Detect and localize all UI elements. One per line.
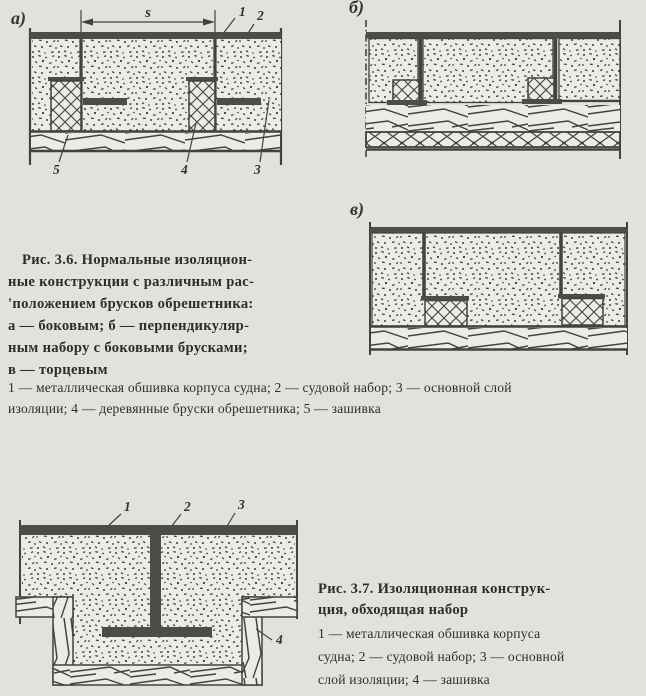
hull-plating-bar — [366, 32, 620, 39]
legend-line: судна; 2 — судовой набор; 3 — основной — [318, 649, 565, 664]
callout-1: 1 — [124, 499, 131, 514]
callout-5: 5 — [53, 162, 60, 177]
caption-line: а — боковым; б — перпендикуляр- — [8, 318, 250, 334]
wood-batten — [188, 80, 216, 132]
fig-3-7-legend: 1 — металлическая обшивка корпуса судна;… — [318, 622, 646, 691]
callout-5-leader — [58, 134, 69, 163]
callout-3-leader — [259, 99, 270, 163]
caption-line: ным набору с боковыми брусками; — [8, 340, 248, 356]
sheathing-planks — [371, 328, 627, 349]
batten-cap — [48, 77, 84, 81]
legend-line: слой изоляции; 4 — зашивка — [318, 672, 490, 687]
fig-3-6-caption: Рис. 3.6. Нормальные изоляцион- ные конс… — [8, 249, 342, 381]
panel-b-label: б) — [349, 0, 364, 18]
dimension-arrow-left — [81, 18, 93, 26]
fig-3-6-panel-b-diagram: б) — [349, 0, 621, 159]
callout-4: 4 — [275, 632, 283, 647]
callout-3: 3 — [253, 162, 261, 177]
frame-flange — [387, 100, 427, 105]
hull-plating-bar — [30, 32, 281, 39]
wood-batten — [561, 297, 604, 326]
fig-3-6-panel-a-diagram: а) s 1 2 — [11, 4, 283, 177]
sheathing-planks — [241, 596, 298, 618]
batten-cap — [186, 77, 218, 81]
hull-plating-bar — [370, 227, 627, 233]
legend-line: изоляции; 4 — деревянные бруски обрешетн… — [8, 401, 381, 416]
fig-3-6-panel-v-diagram: в) — [350, 199, 628, 355]
callout-2: 2 — [183, 499, 191, 514]
panel-v-label: в) — [350, 199, 364, 220]
sheathing-crosshatch-band — [365, 131, 621, 148]
sheathing-planks — [52, 664, 263, 686]
wood-batten — [527, 77, 555, 103]
callout-2: 2 — [256, 8, 264, 23]
caption-line: 'положением брусков обрешетника: — [8, 296, 254, 312]
callout-3: 3 — [237, 497, 245, 512]
caption-line: Рис. 3.6. Нормальные изоляцион- — [22, 252, 253, 268]
dimension-arrow-right — [203, 18, 215, 26]
callout-1: 1 — [239, 4, 246, 19]
caption-line: ция, обходящая набор — [318, 602, 469, 618]
callout-4-leader — [255, 628, 273, 641]
wood-batten — [392, 79, 420, 104]
legend-line: 1 — металлическая обшивка корпуса судна;… — [8, 380, 512, 395]
sheathing-planks — [366, 105, 620, 132]
callout-4: 4 — [180, 162, 188, 177]
callout-1-leader — [106, 513, 122, 528]
dimension-label: s — [144, 5, 151, 21]
frame-flange — [217, 98, 261, 105]
batten-cap — [421, 296, 469, 301]
insulation-fill — [558, 37, 621, 102]
insulation-fill — [215, 39, 281, 131]
legend-line: 1 — металлическая обшивка корпуса — [318, 626, 541, 641]
fig-3-7-diagram: 1 2 3 4 — [15, 497, 298, 686]
sheathing-planks — [31, 133, 280, 150]
panel-a-label: а) — [11, 8, 26, 29]
frame-spacing-dimension: s — [80, 5, 216, 33]
batten-cap — [558, 294, 605, 299]
caption-line: Рис. 3.7. Изоляционная конструк- — [318, 581, 551, 597]
caption-line: в — торцевым — [8, 362, 108, 378]
frame-flange — [522, 99, 562, 104]
wood-batten — [50, 80, 82, 132]
frame-flange — [83, 98, 127, 105]
callout-4-leader — [186, 122, 197, 163]
frame-flange — [102, 627, 212, 637]
fig-3-6-legend: 1 — металлическая обшивка корпуса судна;… — [8, 377, 644, 419]
hull-plating-bar — [20, 525, 297, 535]
wood-batten — [424, 299, 468, 327]
fig-3-7-caption: Рис. 3.7. Изоляционная конструк- ция, об… — [318, 579, 646, 621]
frame-web — [150, 535, 161, 629]
caption-line: ные конструкции с различным рас- — [8, 274, 255, 290]
